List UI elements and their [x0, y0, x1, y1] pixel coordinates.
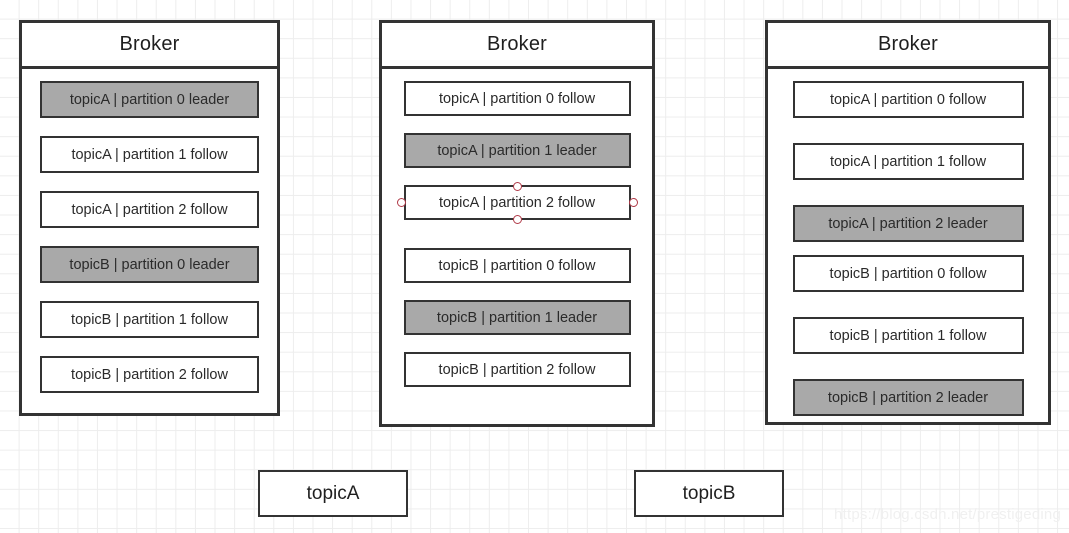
partition-item[interactable]: topicB | partition 1 follow — [792, 317, 1024, 354]
partition-label: topicB | partition 0 follow — [438, 257, 596, 274]
resize-handle-right-icon[interactable] — [628, 198, 638, 207]
partition-item[interactable]: topicA | partition 1 leader — [403, 133, 631, 168]
partition-label: topicA | partition 0 follow — [829, 91, 987, 108]
partition-item-selected[interactable]: topicA | partition 2 follow — [396, 181, 638, 224]
partition-label: topicA | partition 2 leader — [828, 215, 988, 232]
partition-item[interactable]: topicB | partition 2 follow — [40, 356, 259, 393]
partition-label: topicB | partition 0 leader — [69, 256, 230, 273]
partition-item[interactable]: topicB | partition 1 leader — [403, 300, 631, 335]
partition-item[interactable]: topicA | partition 0 follow — [792, 81, 1024, 118]
partition-label: topicB | partition 2 leader — [827, 389, 989, 406]
partition-label: topicB | partition 1 follow — [71, 311, 228, 328]
partition-label: topicB | partition 1 follow — [829, 327, 987, 344]
partition-label: topicB | partition 0 follow — [829, 265, 987, 282]
resize-handle-top-icon[interactable] — [512, 181, 522, 191]
partition-item[interactable]: topicA | partition 1 follow — [40, 136, 259, 173]
topic-label: topicB — [682, 482, 736, 504]
partition-item[interactable]: topicA | partition 1 follow — [792, 143, 1024, 180]
broker-title: Broker — [119, 33, 180, 55]
partition-label: topicA | partition 2 follow — [71, 201, 228, 218]
partition-label: topicA | partition 1 follow — [71, 146, 228, 163]
partition-label: topicA | partition 2 follow — [438, 194, 596, 211]
partition-label: topicB | partition 2 follow — [438, 361, 596, 378]
partition-item[interactable]: topicB | partition 0 follow — [792, 255, 1024, 292]
broker-body-3: topicA | partition 0 follow topicA | par… — [768, 69, 1048, 422]
topic-box-a[interactable]: topicA — [258, 470, 408, 517]
topic-box-b[interactable]: topicB — [634, 470, 784, 517]
partition-item[interactable]: topicB | partition 1 follow — [40, 301, 259, 338]
partition-item[interactable]: topicB | partition 2 follow — [403, 352, 631, 387]
broker-title: Broker — [877, 33, 939, 55]
partition-item[interactable]: topicA | partition 0 follow — [403, 81, 631, 116]
partition-label: topicA | partition 0 follow — [438, 90, 596, 107]
broker-body-2: topicA | partition 0 follow topicA | par… — [382, 69, 652, 424]
partition-item[interactable]: topicA | partition 2 leader — [792, 205, 1024, 242]
resize-handle-bottom-icon[interactable] — [512, 214, 522, 224]
partition-label: topicA | partition 1 leader — [437, 142, 597, 159]
broker-header-1: Broker — [22, 23, 277, 69]
broker-header-2: Broker — [382, 23, 652, 69]
broker-panel-2[interactable]: Broker topicA | partition 0 follow topic… — [379, 20, 655, 427]
resize-handle-left-icon[interactable] — [396, 198, 406, 207]
partition-item[interactable]: topicB | partition 0 leader — [40, 246, 259, 283]
partition-label: topicA | partition 1 follow — [829, 153, 987, 170]
watermark-text: https://blog.csdn.net/prestigeding — [834, 506, 1061, 523]
broker-title: Broker — [486, 33, 548, 55]
partition-label: topicB | partition 1 leader — [436, 309, 598, 326]
broker-panel-1[interactable]: Broker topicA | partition 0 leader topic… — [19, 20, 280, 416]
broker-body-1: topicA | partition 0 leader topicA | par… — [22, 69, 277, 413]
broker-panel-3[interactable]: Broker topicA | partition 0 follow topic… — [765, 20, 1051, 425]
broker-header-3: Broker — [768, 23, 1048, 69]
partition-item[interactable]: topicB | partition 2 leader — [792, 379, 1024, 416]
partition-label: topicB | partition 2 follow — [71, 366, 228, 383]
partition-item[interactable]: topicB | partition 0 follow — [403, 248, 631, 283]
topic-label: topicA — [306, 482, 360, 504]
partition-item[interactable]: topicA | partition 2 follow — [40, 191, 259, 228]
partition-label: topicA | partition 0 leader — [69, 91, 230, 108]
partition-item[interactable]: topicA | partition 0 leader — [40, 81, 259, 118]
